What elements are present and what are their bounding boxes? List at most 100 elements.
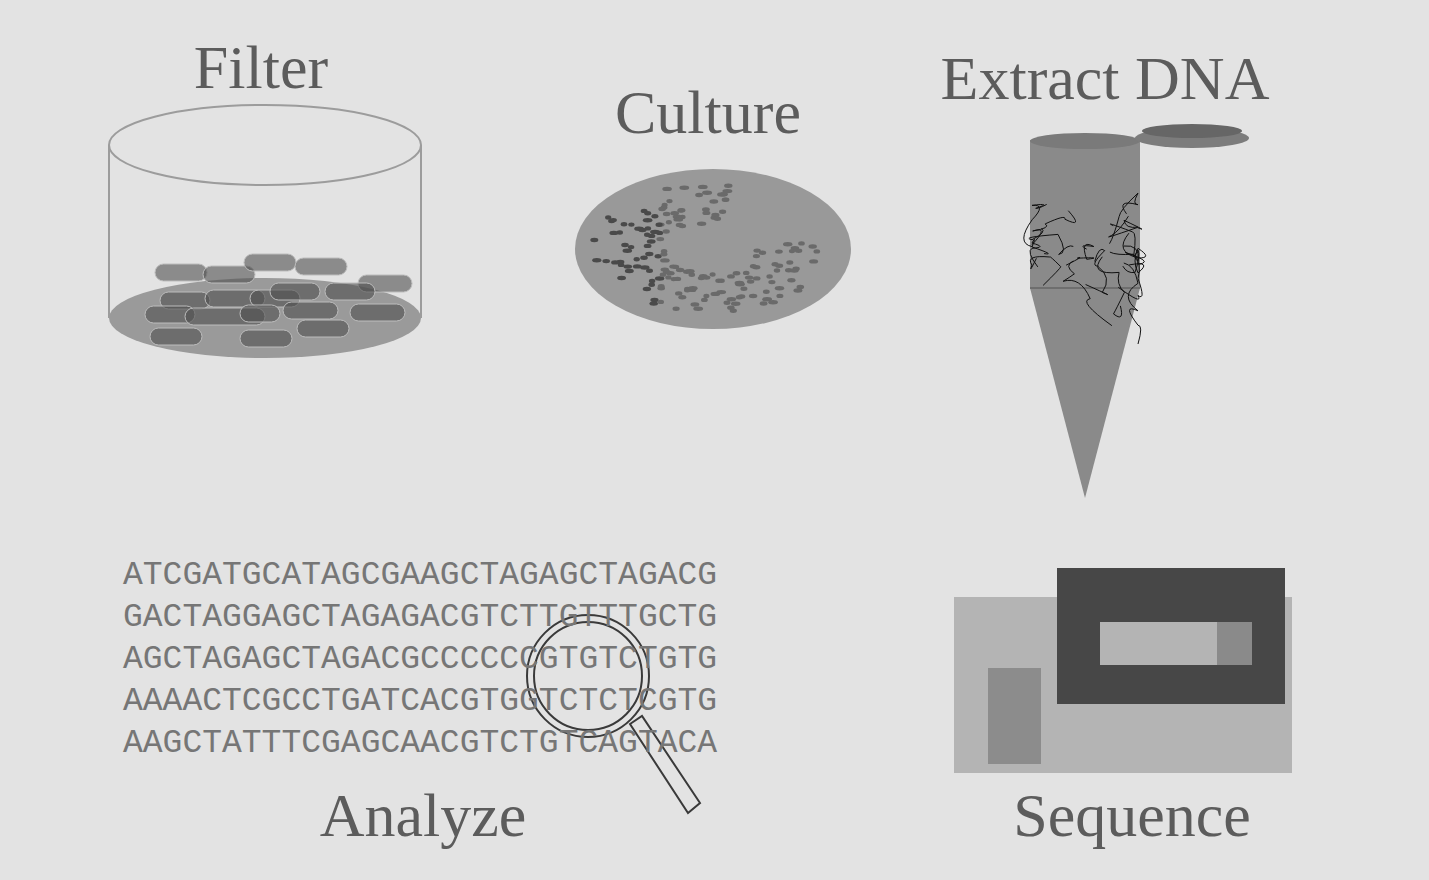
bacterium xyxy=(297,320,349,337)
dna-strand xyxy=(1098,257,1125,317)
bacterium xyxy=(325,283,375,300)
dna-strand xyxy=(1086,249,1108,295)
beaker-wall xyxy=(108,145,110,318)
dna-strand xyxy=(1030,257,1060,286)
colony xyxy=(702,191,712,195)
colony xyxy=(678,295,686,299)
colony xyxy=(658,300,664,304)
colony xyxy=(775,249,783,253)
bacterium xyxy=(240,330,292,347)
colony xyxy=(735,281,745,285)
colony xyxy=(644,244,652,248)
colony xyxy=(658,284,665,288)
colony xyxy=(711,213,719,217)
colony xyxy=(733,271,741,275)
colony xyxy=(674,277,681,281)
colony xyxy=(673,217,683,221)
colony xyxy=(624,264,633,268)
colony xyxy=(666,220,672,224)
colony xyxy=(698,276,705,280)
colony xyxy=(697,222,706,226)
colony xyxy=(768,280,775,284)
sequence-line: AGCTAGAGCTAGACGCCCCCCGTGTCTGTG xyxy=(123,643,717,676)
colony xyxy=(695,193,703,197)
colony xyxy=(724,301,731,305)
colony xyxy=(628,245,634,249)
colony xyxy=(766,274,772,278)
dna-strand xyxy=(1124,263,1141,344)
colony xyxy=(753,276,761,280)
colony xyxy=(611,260,619,264)
sequencer-panel xyxy=(988,668,1041,764)
colony xyxy=(645,252,653,256)
colony xyxy=(759,251,766,255)
colony xyxy=(775,286,784,290)
colony xyxy=(634,257,640,261)
colony xyxy=(662,187,672,191)
colony xyxy=(789,249,795,253)
colony xyxy=(610,218,617,222)
colony xyxy=(590,238,598,242)
colony xyxy=(809,244,817,248)
colony xyxy=(703,294,709,298)
bacterium xyxy=(270,283,320,300)
colony xyxy=(678,208,685,212)
step-label: Filter xyxy=(194,36,328,98)
sequence-line: ATCGATGCATAGCGAAGCTAGAGCTAGACG xyxy=(123,559,717,592)
colony xyxy=(665,275,671,279)
bacterium xyxy=(283,302,338,319)
colony xyxy=(643,287,651,291)
colony xyxy=(786,260,793,264)
colony xyxy=(679,224,686,228)
colony xyxy=(649,279,655,283)
dna-strand xyxy=(1110,252,1142,299)
colony xyxy=(738,294,746,298)
colony xyxy=(740,287,747,291)
colony xyxy=(797,285,805,289)
colony xyxy=(649,301,658,305)
colony xyxy=(634,227,644,231)
colony xyxy=(772,262,779,266)
colony xyxy=(724,184,732,188)
colony xyxy=(676,217,683,221)
bacteria xyxy=(145,254,412,347)
beaker-rim xyxy=(109,105,421,185)
colony xyxy=(670,211,679,215)
colony xyxy=(663,229,670,233)
step-label: Sequence xyxy=(1013,784,1251,846)
colony xyxy=(647,239,656,243)
colony xyxy=(640,256,648,260)
colony xyxy=(747,279,754,283)
colony xyxy=(628,222,634,226)
colony xyxy=(693,307,703,311)
colony xyxy=(727,274,735,278)
sequencer-slot xyxy=(1100,622,1218,665)
colony xyxy=(753,254,760,258)
step-label: Analyze xyxy=(320,784,527,846)
bacterium xyxy=(244,254,296,271)
dna-strand xyxy=(1110,193,1139,244)
bacterium xyxy=(150,328,202,345)
colony xyxy=(660,273,666,277)
colony xyxy=(710,272,716,276)
bacterium xyxy=(240,305,280,322)
sequence-line: AAGCTATTTCGAGCAACGTCTGTCAGTACA xyxy=(123,727,717,760)
colony xyxy=(716,290,726,294)
colony xyxy=(656,223,663,227)
step-label: Extract DNA xyxy=(941,47,1270,109)
colony xyxy=(644,211,651,215)
colony xyxy=(745,275,753,279)
colony xyxy=(625,269,634,273)
colony xyxy=(621,243,629,247)
sequence-line: AAAACTCGCCTGATCACGTGGTCTCTCGTG xyxy=(123,685,717,718)
colony xyxy=(617,276,626,280)
colony xyxy=(685,269,694,273)
colony xyxy=(675,291,682,295)
petri-dish xyxy=(575,169,851,329)
colony xyxy=(655,276,664,280)
colony xyxy=(609,231,618,235)
colony xyxy=(730,309,737,313)
colony xyxy=(768,300,778,304)
colony xyxy=(698,185,708,189)
colony xyxy=(763,290,770,294)
